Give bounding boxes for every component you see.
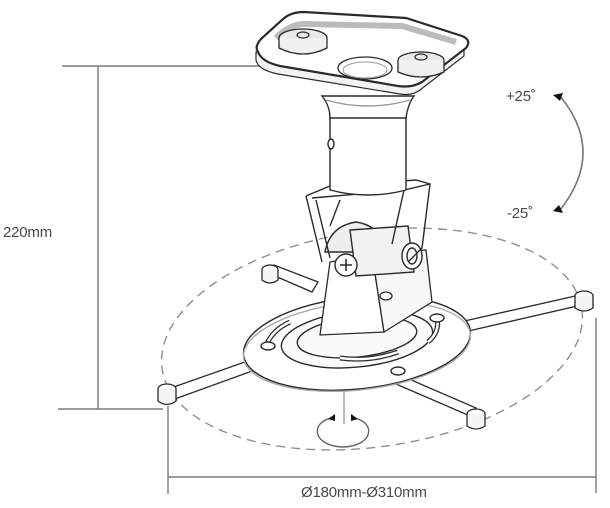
- tilt-arc-arrow: [553, 93, 584, 213]
- width-dimension-lines: [167, 318, 597, 494]
- ceiling-plate: [255, 10, 470, 96]
- extension-pole: [320, 95, 416, 196]
- height-dimension-lines: [58, 65, 262, 410]
- adjustable-arms: [157, 264, 594, 430]
- arm-left: [157, 355, 267, 406]
- width-dimension-label: Ø180mm-Ø310mm: [301, 484, 427, 501]
- height-dimension-label: 220mm: [3, 224, 53, 241]
- arm-front-right: [394, 375, 486, 430]
- tilt-bracket: [305, 179, 431, 263]
- tilt-up-angle-label: +25˚: [506, 88, 536, 105]
- tilt-down-angle-label: -25˚: [507, 205, 533, 222]
- swivel-rotation-arrow: [316, 388, 370, 448]
- arm-right: [459, 290, 594, 333]
- arm-back-left: [261, 264, 319, 293]
- projector-plate: [242, 295, 472, 393]
- tilt-joint: [324, 221, 423, 277]
